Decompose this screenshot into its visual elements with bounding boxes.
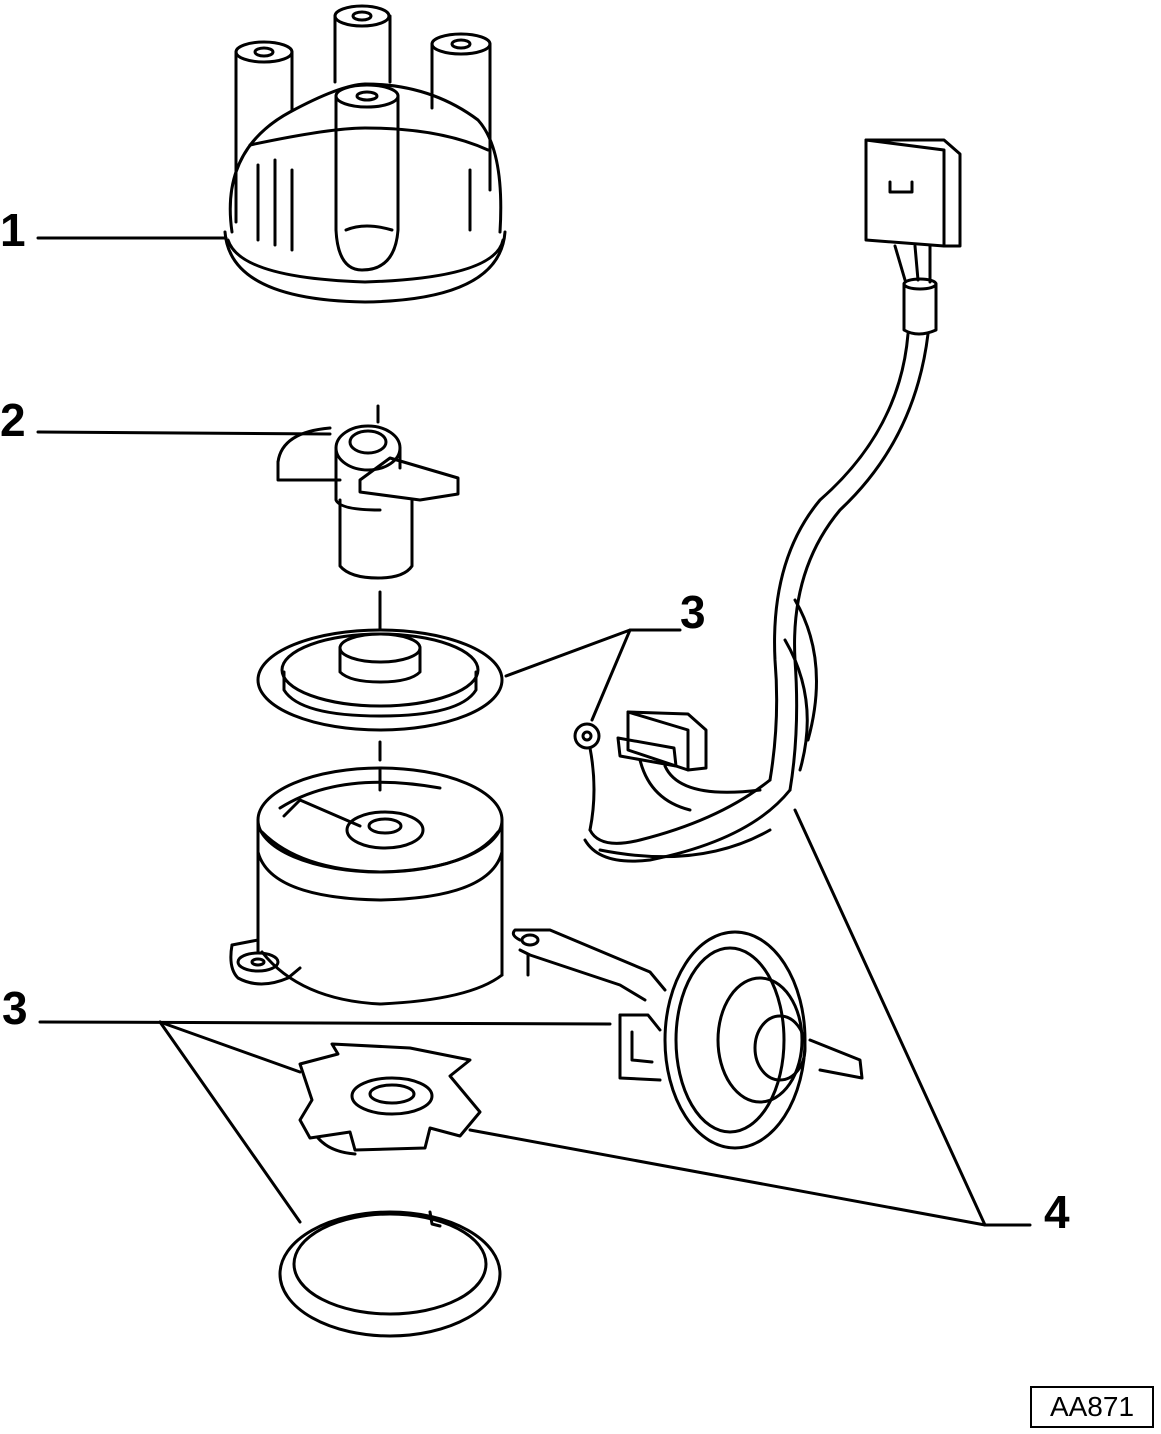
leader-lines bbox=[36, 236, 1032, 1227]
vacuum-advance-unit bbox=[511, 928, 864, 1150]
leader-3-upper-b bbox=[590, 628, 632, 722]
callout-1: 1 bbox=[0, 204, 26, 256]
leader-3-lower-b bbox=[158, 1020, 302, 1074]
callout-3-upper: 3 bbox=[680, 586, 706, 638]
leader-2 bbox=[36, 430, 332, 436]
leader-4-a bbox=[793, 808, 987, 1227]
dust-shield-plate bbox=[256, 628, 504, 732]
distributor-cap bbox=[223, 4, 507, 304]
leader-3-lower-a bbox=[38, 1020, 612, 1026]
callout-2: 2 bbox=[0, 394, 26, 446]
trigger-plate bbox=[298, 1042, 482, 1156]
reference-code-label: AA871 bbox=[1049, 1391, 1135, 1422]
leader-3-upper-a bbox=[504, 628, 682, 678]
distributor-body bbox=[229, 766, 504, 1006]
leader-3-lower-c bbox=[158, 1020, 302, 1224]
callout-3-lower: 3 bbox=[2, 982, 28, 1034]
rotor-arm bbox=[276, 404, 460, 580]
callout-4: 4 bbox=[1044, 1186, 1070, 1238]
reference-code-box: AA871 bbox=[1030, 1386, 1154, 1428]
leader-4-b bbox=[468, 1128, 987, 1227]
retaining-ring bbox=[278, 1210, 502, 1338]
wiring-harness bbox=[573, 138, 962, 863]
